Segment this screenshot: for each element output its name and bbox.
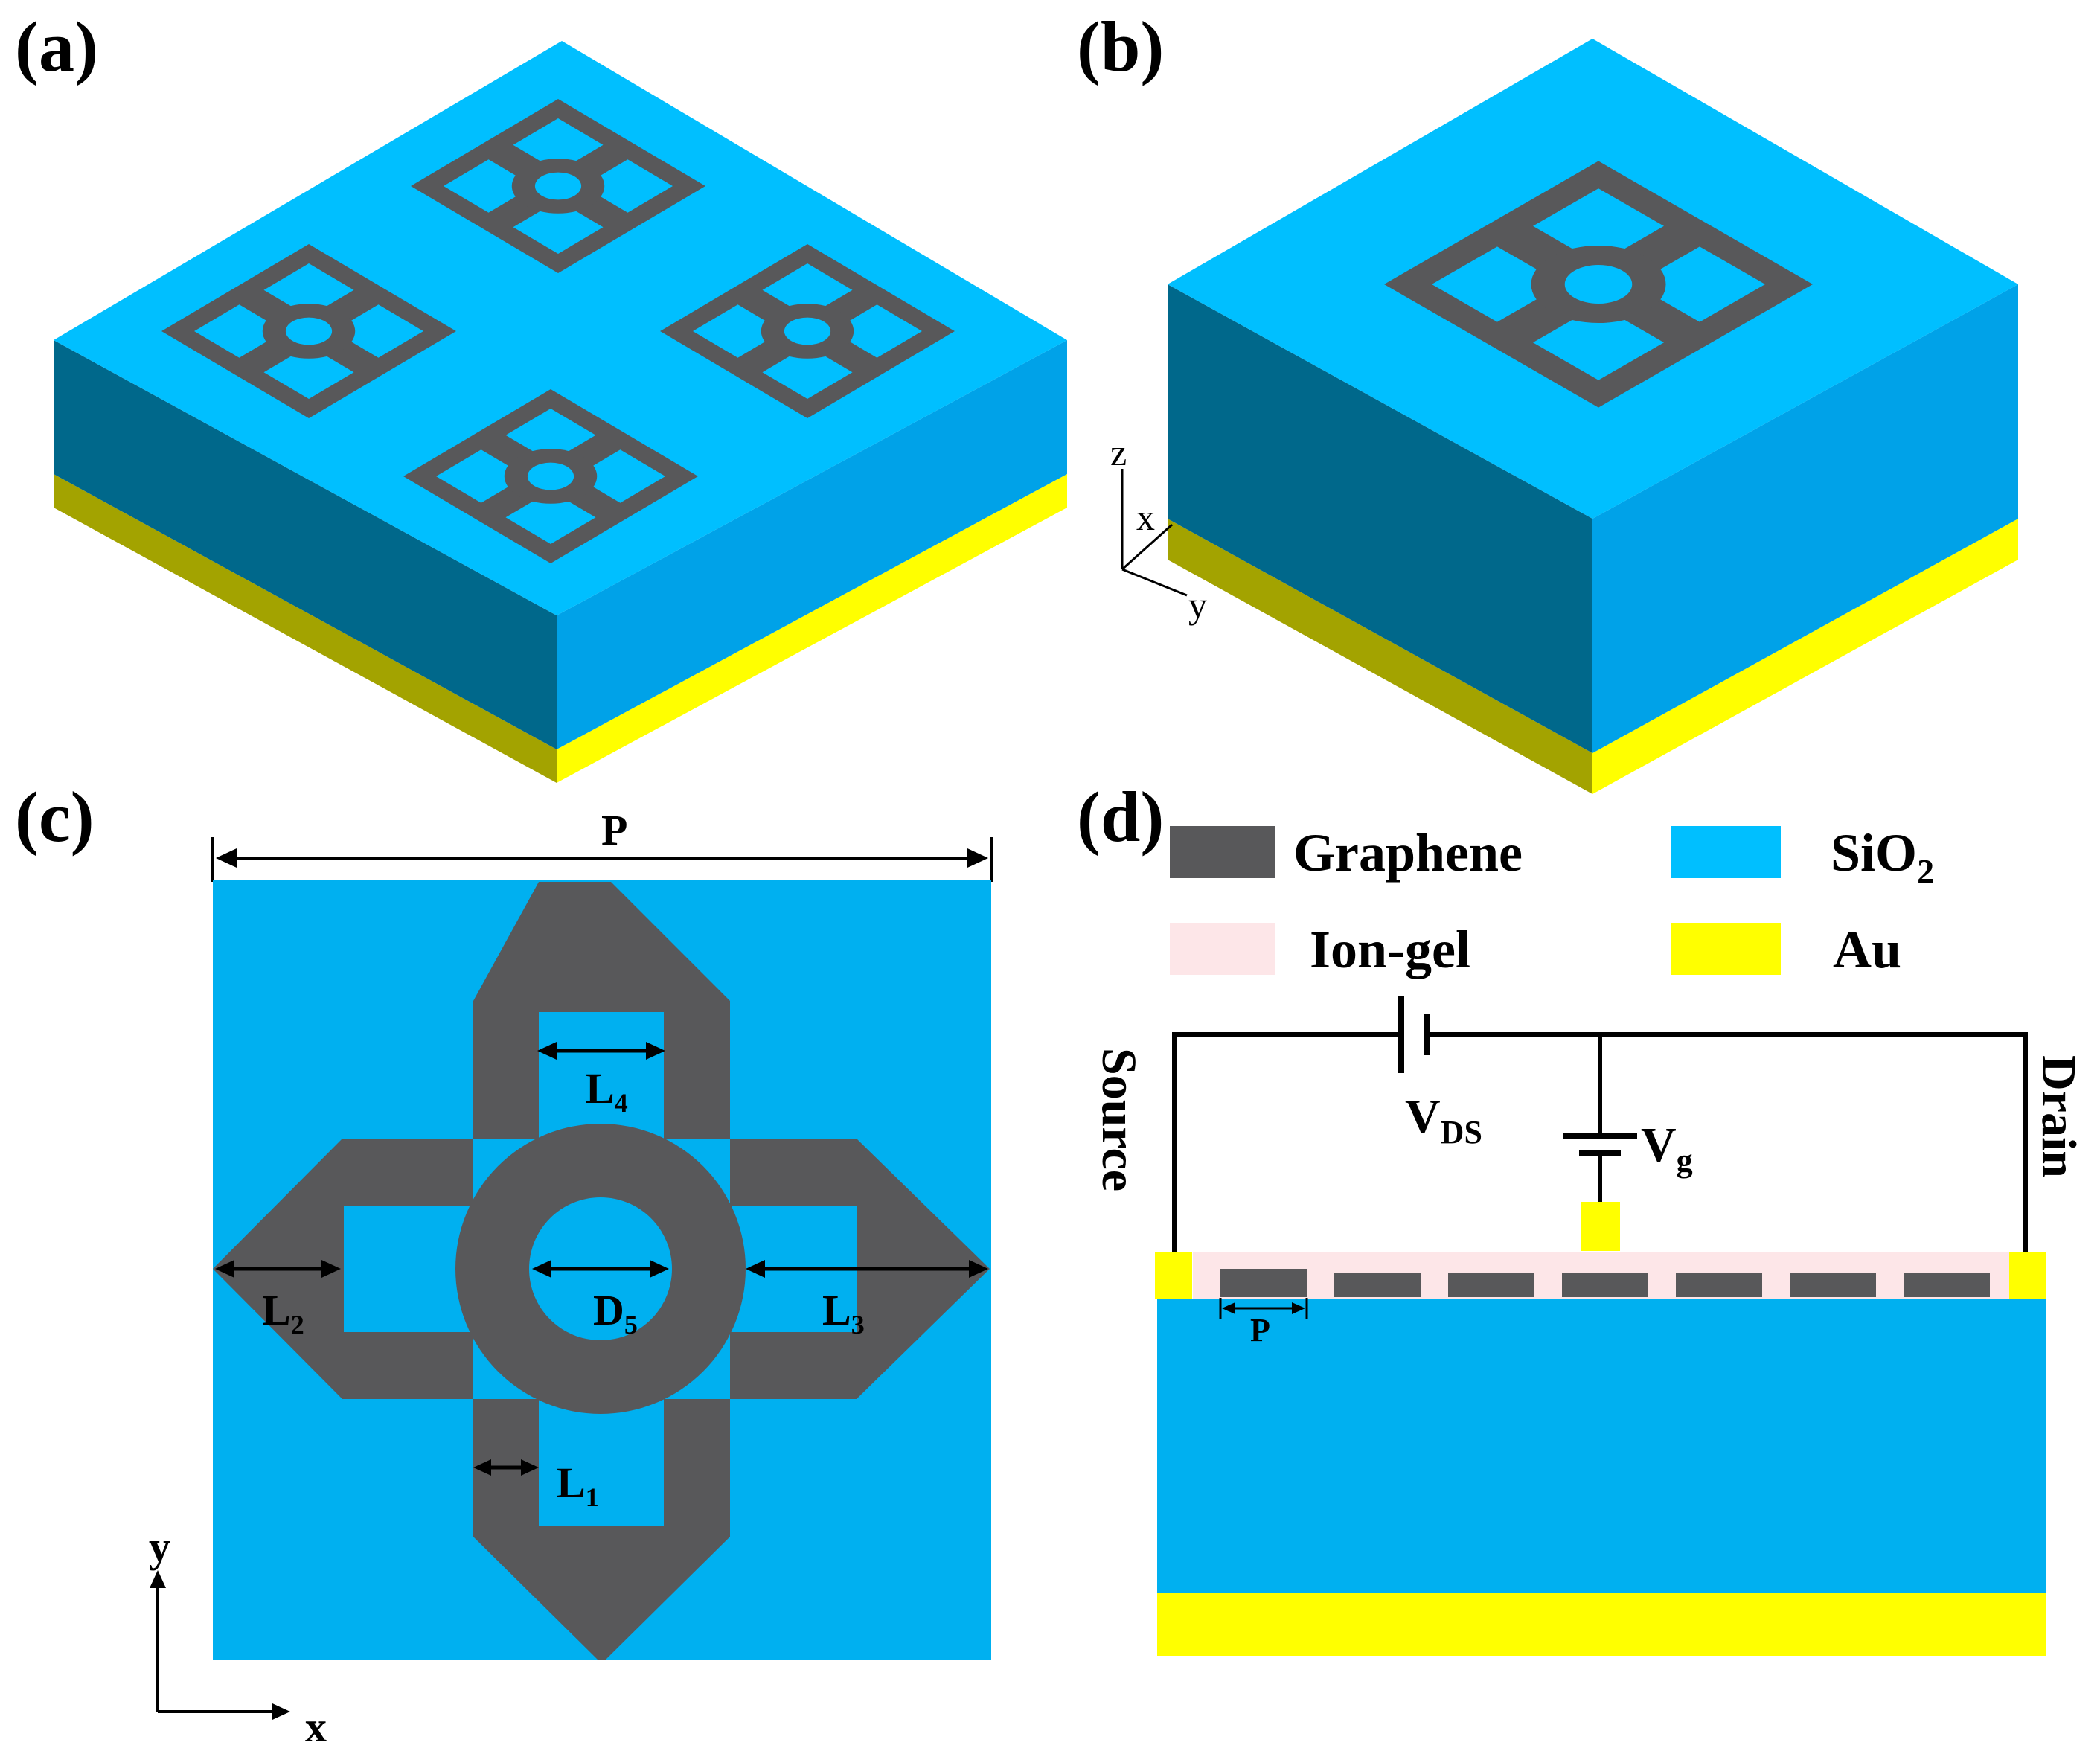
legend-au: Au: [1833, 920, 1901, 979]
au-layer-right: [1592, 519, 2018, 794]
axis-x-label: x: [1136, 496, 1155, 538]
panel-b-label: (b): [1077, 7, 1164, 86]
sio2-right-face: [1592, 284, 2018, 753]
source-label: Source: [1092, 1048, 1146, 1191]
sio2-top-face: [54, 41, 1067, 615]
legend-swatch-au: [1671, 923, 1781, 975]
axis-x-label: x: [305, 1703, 327, 1751]
axis-triad-b: [1121, 469, 1188, 597]
panel-d: (d) Graphene SiO2 Ion-gel Au: [1077, 777, 2086, 1656]
legend-swatch-graphene: [1170, 826, 1275, 878]
legend-swatch-ion-gel: [1170, 923, 1275, 975]
axis-z-label: z: [1110, 432, 1127, 473]
panel-c: (c) P: [15, 777, 993, 1751]
period-label: P: [1250, 1312, 1270, 1348]
panel-b: (b) z x y: [1077, 7, 2018, 794]
panel-d-label: (d): [1077, 777, 1164, 857]
vg-label: Vg: [1641, 1118, 1693, 1179]
dim-l2-label: L2: [262, 1286, 304, 1340]
panel-a-label: (a): [15, 7, 98, 86]
dim-p-label: P: [601, 806, 627, 854]
sio2-left-face: [54, 340, 557, 749]
legend-swatch-sio2: [1671, 826, 1781, 878]
panel-c-label: (c): [15, 777, 95, 857]
period-arrow: [1219, 1298, 1308, 1319]
axis-y-label: y: [149, 1523, 170, 1571]
circuit-wires: [1172, 1032, 2028, 1252]
au-layer-right: [557, 474, 1067, 783]
au-layer-left: [1168, 519, 1592, 794]
dim-l1-label: L1: [557, 1459, 599, 1512]
legend-ion-gel: Ion-gel: [1310, 920, 1470, 979]
drain-electrode: [2009, 1252, 2046, 1299]
panel-a: (a): [15, 7, 1067, 783]
dim-d5-label: D5: [593, 1286, 638, 1340]
graphene-strips: [1220, 1269, 1990, 1297]
dimension-p: [211, 837, 993, 882]
dim-l4-label: L4: [586, 1064, 628, 1118]
legend-sio2: SiO2: [1831, 823, 1934, 890]
sio2-substrate: [1157, 1299, 2046, 1593]
axis-c: [150, 1570, 290, 1720]
gate-electrode: [1581, 1202, 1620, 1251]
dim-l3-label: L3: [822, 1286, 865, 1340]
legend-graphene: Graphene: [1293, 823, 1523, 883]
vds-label: VDS: [1405, 1089, 1482, 1150]
axis-y-label: y: [1188, 584, 1207, 626]
drain-label: Drain: [2032, 1055, 2086, 1178]
sio2-right-face: [557, 340, 1067, 749]
sio2-left-face: [1168, 284, 1592, 753]
source-electrode: [1155, 1252, 1192, 1299]
au-bottom-layer: [1157, 1593, 2046, 1656]
dimension-arrows-c: [215, 1042, 988, 1476]
au-layer-left: [54, 474, 557, 783]
